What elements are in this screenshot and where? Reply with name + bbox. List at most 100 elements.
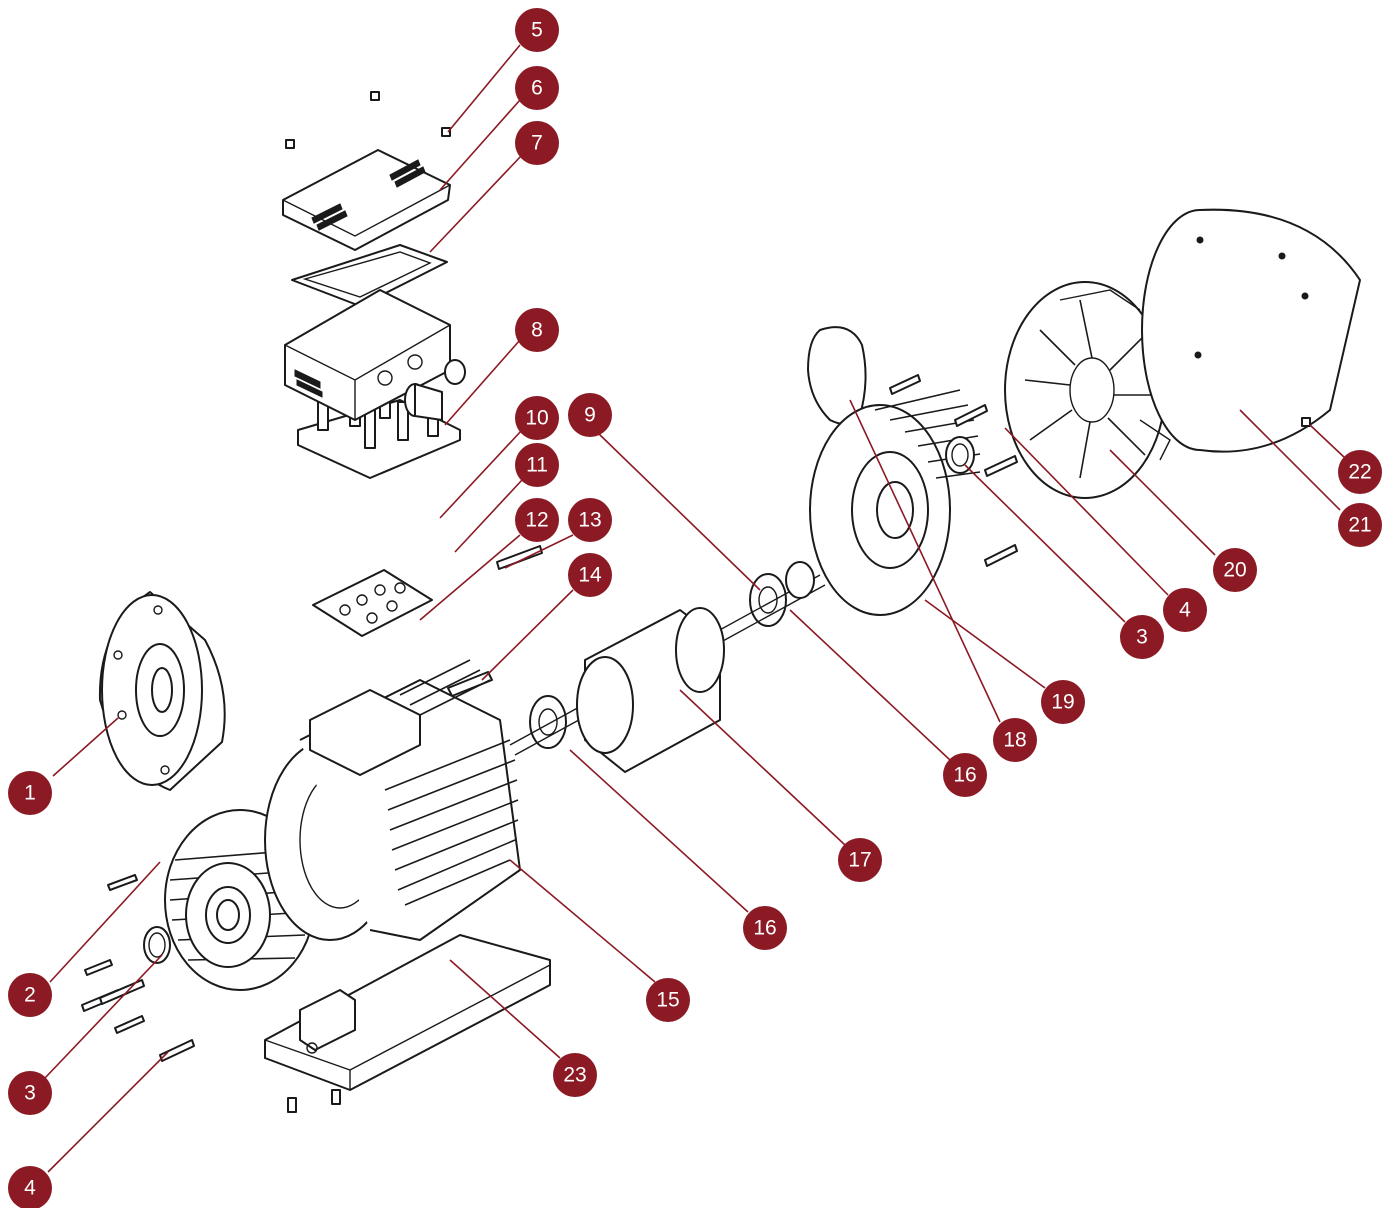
callout-label: 6 [531, 77, 543, 100]
callout-label: 23 [563, 1064, 586, 1087]
callout-5: 5 [515, 8, 559, 52]
callout-16: 16 [743, 906, 787, 950]
callout-label: 15 [656, 989, 679, 1012]
callout-label: 1 [24, 782, 36, 805]
callout-22: 22 [1338, 450, 1382, 494]
part-rear-gasket [807, 326, 867, 425]
part-terminal-plate [312, 569, 433, 637]
part-base-foot [264, 934, 551, 1113]
callout-badge [515, 121, 559, 165]
callout-label: 14 [578, 564, 602, 587]
callout-label: 17 [848, 849, 871, 872]
callout-badge [568, 393, 612, 437]
part-bearing-rear [749, 573, 787, 627]
part-bearing-front [529, 695, 567, 749]
part-rear-seal [945, 436, 975, 474]
callout-badge [8, 1071, 52, 1115]
callout-18: 18 [993, 718, 1037, 762]
callout-badge [943, 753, 987, 797]
callout-label: 7 [531, 132, 543, 155]
callout-label: 5 [531, 19, 543, 42]
callout-badge [646, 978, 690, 1022]
callout-6: 6 [515, 66, 559, 110]
callout-badge [743, 906, 787, 950]
callout-3: 3 [8, 1071, 52, 1115]
callout-badge [1213, 548, 1257, 592]
callout-badge [553, 1053, 597, 1097]
callout-label: 19 [1051, 691, 1074, 714]
part-nameplate [447, 671, 493, 697]
callout-12: 12 [515, 498, 559, 542]
callout-label: 10 [525, 407, 548, 430]
callout-4: 4 [1163, 588, 1207, 632]
callout-13: 13 [568, 498, 612, 542]
callout-label: 13 [578, 509, 601, 532]
callout-16: 16 [943, 753, 987, 797]
callout-17: 17 [838, 838, 882, 882]
part-rotor [509, 561, 826, 773]
callout-badge [515, 66, 559, 110]
callout-11: 11 [515, 443, 559, 487]
part-motor-housing [264, 659, 521, 941]
callout-8: 8 [515, 308, 559, 352]
callout-badge [515, 308, 559, 352]
callout-badge [568, 553, 612, 597]
part-fan-cover-screw [1301, 417, 1311, 427]
leader-lines [44, 44, 1346, 1173]
callout-badge [8, 973, 52, 1017]
callout-badge [1120, 615, 1164, 659]
callout-badge [1041, 680, 1085, 724]
callout-badge [838, 838, 882, 882]
callout-9: 9 [568, 393, 612, 437]
callout-badge [515, 8, 559, 52]
callout-4: 4 [8, 1166, 52, 1208]
callout-label: 21 [1348, 514, 1371, 537]
part-rear-end-shield [809, 389, 981, 616]
callout-14: 14 [568, 553, 612, 597]
callout-badge [1163, 588, 1207, 632]
callout-badge [8, 1166, 52, 1208]
callout-23: 23 [553, 1053, 597, 1097]
callout-badge [1338, 450, 1382, 494]
part-front-flange [98, 591, 226, 791]
part-terminal-cover [282, 149, 451, 251]
callout-label: 16 [753, 917, 776, 940]
callout-badge [515, 443, 559, 487]
callout-label: 12 [525, 509, 548, 532]
callout-label: 3 [1136, 626, 1148, 649]
callout-label: 22 [1348, 461, 1371, 484]
callout-2: 2 [8, 973, 52, 1017]
callout-3: 3 [1120, 615, 1164, 659]
part-terminal-gasket [291, 244, 448, 307]
callout-label: 3 [24, 1082, 36, 1105]
callout-20: 20 [1213, 548, 1257, 592]
callout-badge [1338, 503, 1382, 547]
callout-badge [993, 718, 1037, 762]
part-rear-bolts [889, 374, 1018, 567]
callout-badge [568, 498, 612, 542]
callout-1: 1 [8, 771, 52, 815]
callout-badge [515, 396, 559, 440]
callout-label: 18 [1003, 729, 1026, 752]
callout-label: 20 [1223, 559, 1246, 582]
part-shaft-key [496, 545, 543, 570]
part-fan-cover [1141, 208, 1361, 453]
callout-label: 4 [24, 1177, 36, 1200]
callout-19: 19 [1041, 680, 1085, 724]
part-front-bolts [81, 874, 195, 1062]
callout-15: 15 [646, 978, 690, 1022]
part-cable-gland [404, 359, 466, 421]
callout-label: 16 [953, 764, 976, 787]
part-front-seal [143, 926, 171, 964]
callout-label: 11 [526, 454, 548, 477]
callout-label: 2 [24, 984, 36, 1007]
callout-label: 4 [1179, 599, 1191, 622]
callout-10: 10 [515, 396, 559, 440]
callout-7: 7 [515, 121, 559, 165]
callout-badge [515, 498, 559, 542]
callout-label: 9 [584, 404, 596, 427]
callout-label: 8 [531, 319, 543, 342]
callout-badge [8, 771, 52, 815]
